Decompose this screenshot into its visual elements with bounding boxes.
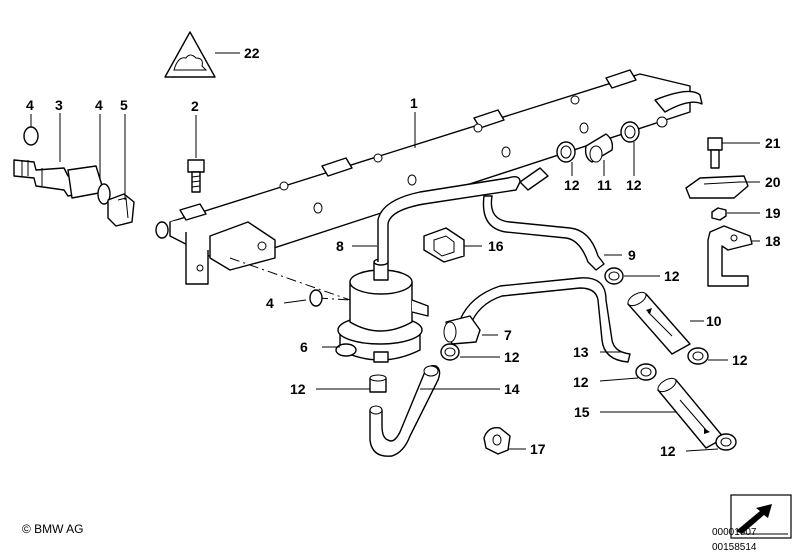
injector-clip (107, 193, 135, 227)
callout-2: 2 (191, 98, 199, 114)
doc-id-primary: 00001907 (712, 527, 757, 538)
pressure-regulator (335, 258, 429, 363)
callout-12-mid: 12 (504, 349, 520, 365)
nut-19 (711, 207, 727, 221)
callout-20: 20 (765, 174, 781, 190)
callout-9: 9 (628, 247, 636, 263)
clamp-12-top-right (620, 121, 640, 143)
callout-21: 21 (765, 135, 781, 151)
clamp-12-mid (440, 343, 460, 361)
sleeve-11 (584, 133, 614, 163)
callout-12-bottom: 12 (660, 443, 676, 459)
washer-lower (309, 289, 323, 307)
callout-13: 13 (573, 344, 589, 360)
clamp-12-lower-left (369, 374, 387, 393)
fuel-rail (169, 69, 703, 301)
clamp-12-filter-bottom (687, 347, 709, 365)
o-ring-left (23, 126, 39, 146)
grommet-20 (685, 175, 749, 199)
callout-4-lower: 4 (266, 295, 274, 311)
callout-4-left: 4 (26, 97, 34, 113)
holder-18 (707, 225, 753, 287)
bolt-2 (187, 159, 205, 193)
bolt-21 (707, 137, 723, 169)
filter-10 (627, 291, 691, 355)
clamp-12-lower-mid (635, 363, 657, 381)
callout-12-top-right: 12 (626, 177, 642, 193)
direction-stamp-icon (730, 494, 792, 539)
callout-17: 17 (530, 441, 546, 457)
injector (13, 159, 111, 205)
hose-8 (377, 175, 521, 262)
callout-12-lower-mid: 12 (573, 374, 589, 390)
callout-8: 8 (336, 238, 344, 254)
hose-13 (459, 277, 631, 363)
callout-10: 10 (706, 313, 722, 329)
callout-1: 1 (410, 95, 418, 111)
callout-15: 15 (574, 404, 590, 420)
callout-16: 16 (488, 238, 504, 254)
clamp-12-filter-top (604, 267, 624, 285)
callout-18: 18 (765, 233, 781, 249)
callout-22: 22 (244, 45, 260, 61)
o-ring-rail (155, 221, 169, 239)
callout-12-filter-top: 12 (664, 268, 680, 284)
callout-7: 7 (504, 327, 512, 343)
callout-5: 5 (120, 97, 128, 113)
callout-6: 6 (300, 339, 308, 355)
callout-12-filter-bottom: 12 (732, 352, 748, 368)
callout-3: 3 (55, 97, 63, 113)
clamp-12-top-left (556, 141, 576, 163)
connector-7 (443, 315, 481, 345)
copyright-notice: © BMW AG (22, 522, 84, 536)
callout-4-middle: 4 (95, 97, 103, 113)
bracket-16 (423, 227, 465, 263)
warning-triangle-icon (164, 31, 240, 78)
clamp-12-bottom (715, 433, 737, 451)
clip-17 (483, 427, 511, 455)
callout-12-top-left: 12 (564, 177, 580, 193)
callout-12-lower-left: 12 (290, 381, 306, 397)
hose-9 (482, 167, 605, 271)
callout-19: 19 (765, 205, 781, 221)
callout-14: 14 (504, 381, 520, 397)
callout-11: 11 (597, 177, 612, 193)
hose-14 (369, 364, 441, 457)
doc-id-secondary: 00158514 (712, 542, 757, 553)
